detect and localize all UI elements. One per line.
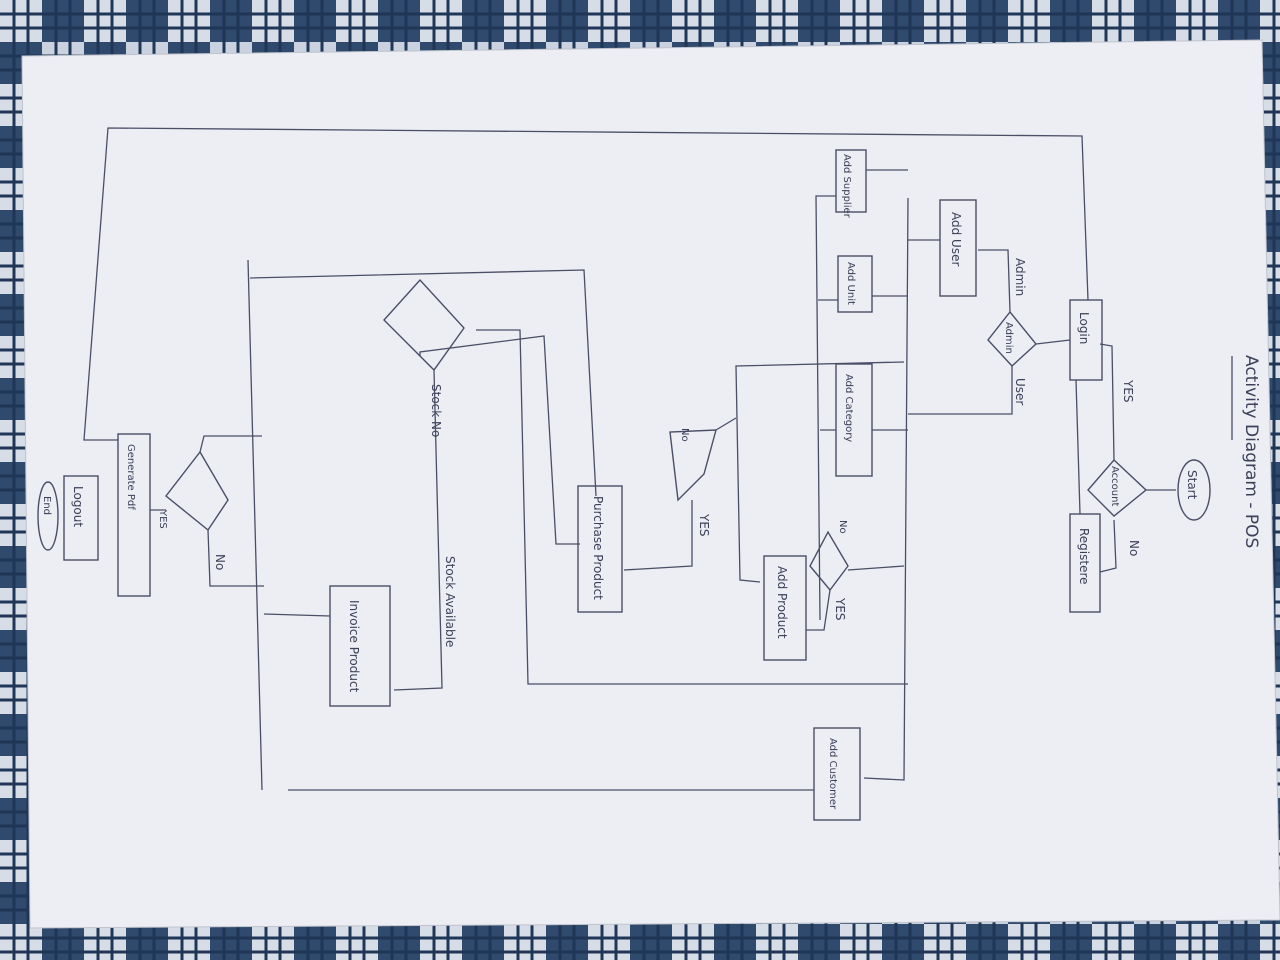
product-no-label: No — [837, 520, 848, 534]
login-label: Login — [1077, 312, 1091, 344]
account-label: Account — [1109, 466, 1120, 506]
pdf-yes-label: YES — [157, 509, 168, 529]
register-label: Registere — [1077, 528, 1091, 585]
paper-sheet — [22, 40, 1280, 928]
purchase-product-label: Purchase Product — [591, 496, 605, 600]
invoice-product-label: Invoice Product — [347, 600, 361, 693]
stock-available-label: Stock Available — [443, 556, 457, 647]
diagram-title: Activity Diagram - POS — [1241, 355, 1261, 548]
add-customer-label: Add Customer — [827, 738, 838, 810]
admin-edge-label: Admin — [1013, 258, 1027, 296]
generate-pdf-label: Generate Pdf — [125, 444, 136, 510]
start-label: Start — [1185, 470, 1199, 500]
logout-label: Logout — [71, 486, 85, 527]
pdf-no-label: No — [213, 554, 227, 570]
add-user-label: Add User — [949, 212, 963, 266]
add-supplier-label: Add Supplier — [841, 154, 852, 219]
user-edge-label: User — [1013, 378, 1027, 405]
purchase-no-label: No — [679, 428, 690, 442]
admin-decision-label: Admin — [1003, 322, 1014, 354]
end-label: End — [41, 496, 52, 515]
add-category-label: Add Category — [843, 374, 854, 442]
purchase-yes-label: YES — [697, 513, 711, 537]
product-yes-label: YES — [833, 597, 847, 621]
add-product-label: Add Product — [775, 566, 789, 639]
add-unit-label: Add Unit — [845, 262, 856, 305]
account-yes-label: YES — [1121, 379, 1135, 403]
account-no-label: No — [1127, 540, 1141, 556]
